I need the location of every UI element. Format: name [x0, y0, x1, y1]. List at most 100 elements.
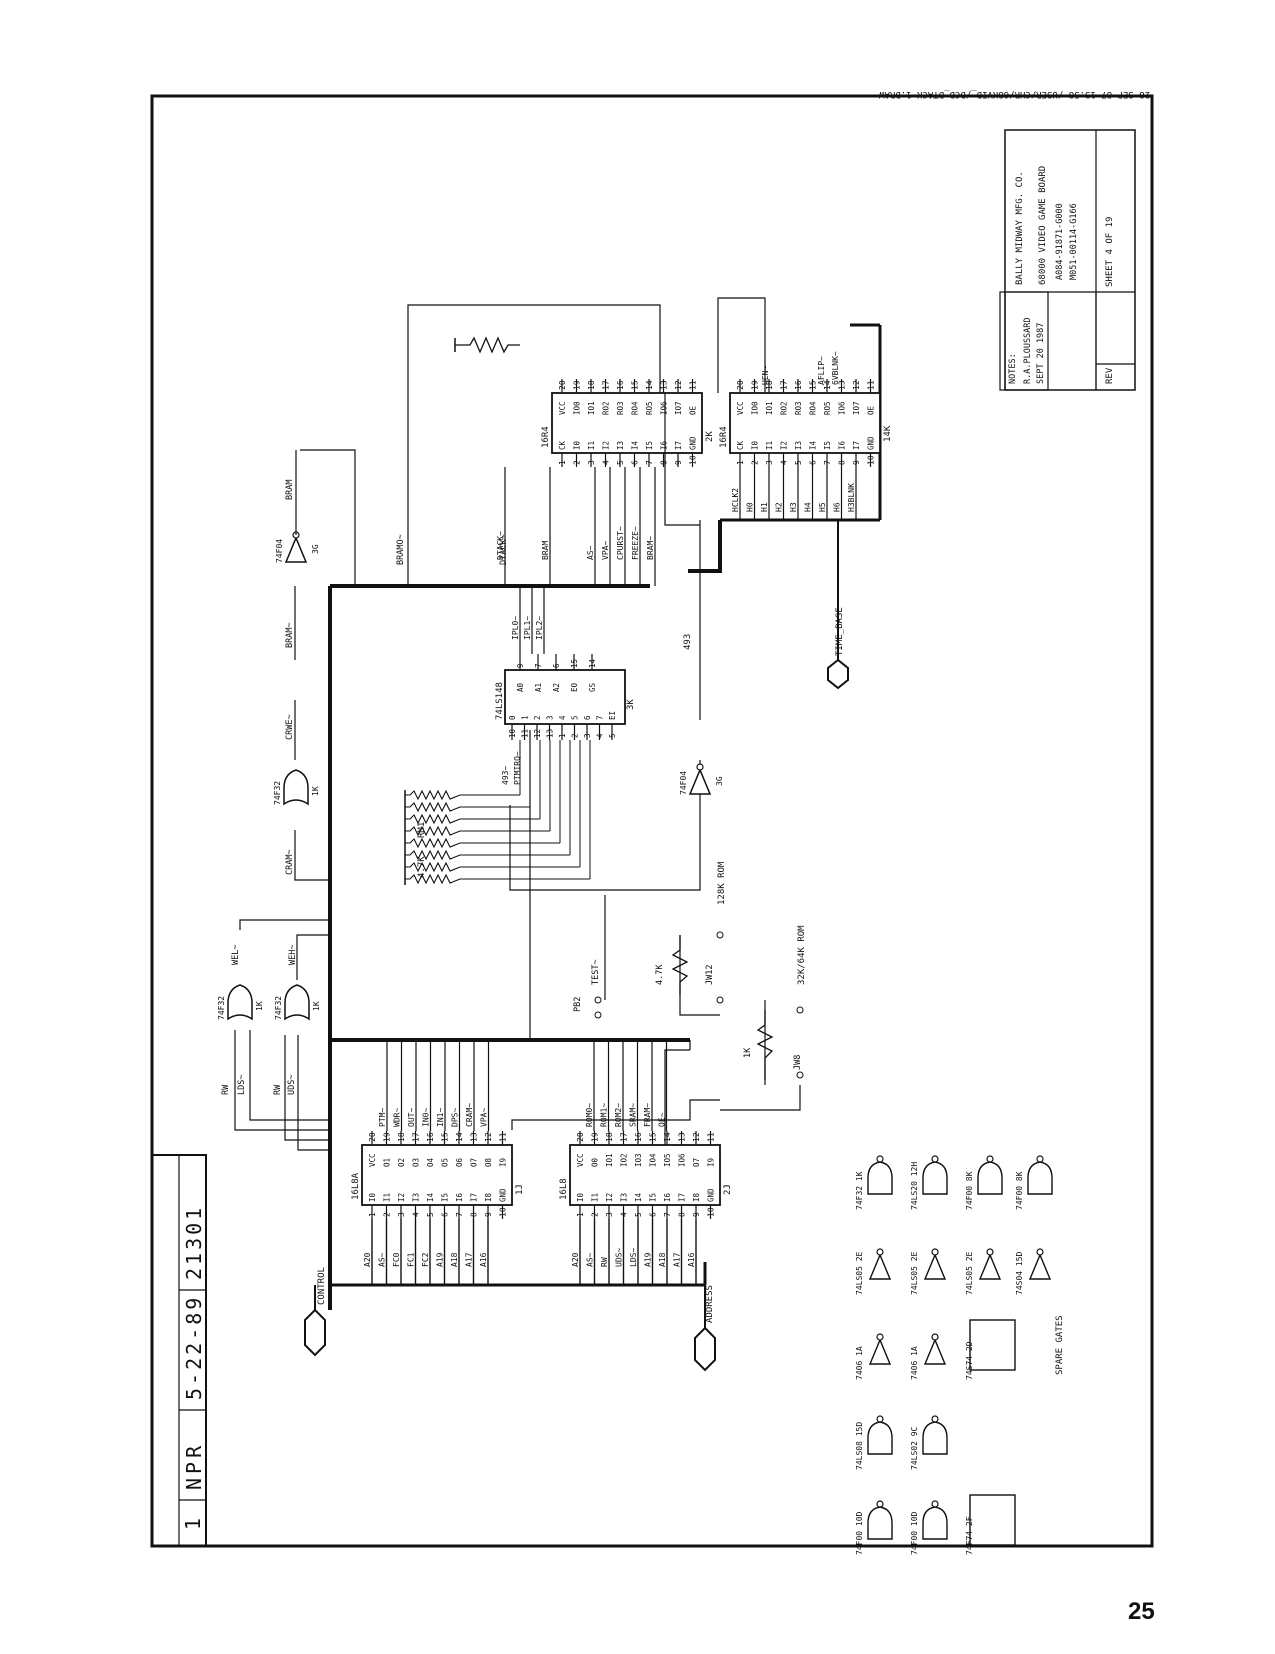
chip-2j-type: 16L8 [559, 1178, 569, 1200]
chip-1j-ref: 1J [515, 1184, 525, 1195]
title-block: BALLY MIDWAY MFG. CO. 68000 VIDEO GAME B… [999, 129, 1136, 391]
chip-1j-pin-9-name: I8 [484, 1192, 493, 1202]
spare-gate-0: 74F32 1K [855, 1155, 893, 1210]
chip-3k-pin-15-number: 15 [570, 659, 579, 668]
chip-1j-input-0: A20 [363, 1252, 372, 1267]
label-dtack: DTACK~ [499, 534, 509, 565]
chip-2k-pin-8-number: 8 [660, 460, 669, 465]
chip-3k-pin-2-name: 5 [571, 715, 580, 720]
chip-2k-pin-15-name: RO4 [631, 401, 640, 415]
chip-1j-pin-1-number: 1 [368, 1212, 377, 1217]
chip-2k-pin-5-name: I3 [616, 441, 625, 450]
chip-1j-pin-7-number: 7 [455, 1212, 464, 1217]
chip-14k-pin-14-name: RO5 [823, 401, 832, 415]
chip-3k-pin-1-number: 1 [558, 733, 567, 738]
chip-2j-pin-13-name: IO6 [678, 1153, 687, 1167]
chip-2k-pin-4-number: 4 [602, 460, 611, 465]
chip-2k-pin-13-number: 13 [660, 380, 669, 390]
chip-2k-pin-19-name: IO0 [573, 401, 582, 415]
connector-address: ADDRESS [694, 1285, 716, 1372]
header-stamp: 28 SEP 87 13:58 /USER/CHR/68KVID_/DCD_DT… [878, 89, 1150, 99]
jumper-jw12: JW12 4.7K [655, 931, 724, 1004]
rm1-resistor-2 [405, 813, 470, 825]
spare-gate-15-label: 74F74 2F [965, 1516, 974, 1555]
chip-2k: 16R4 2K [541, 392, 715, 454]
rm1-label: RM1 [417, 822, 427, 838]
chip-1j-pin-5-number: 5 [426, 1212, 435, 1217]
chip-1j-output-5: DPS~ [451, 1108, 460, 1127]
chip-14k-pin-15-number: 15 [809, 380, 818, 390]
revision-number: 21301 [182, 1205, 206, 1280]
chip-14k-signal-4: H3 [789, 502, 798, 512]
chip-3k-input-1: PTMIRQ~ [513, 751, 522, 785]
spare-gate-2-label: 74F00 8K [965, 1171, 974, 1210]
chip-3k-pin-3-name: 6 [583, 715, 592, 720]
spare-gate-6-label: 74LS05 2E [965, 1251, 974, 1295]
chip-1j-pin-1-name: I0 [368, 1192, 377, 1202]
gate-or-74f32-weh-type: 74F32 [274, 996, 283, 1020]
chip-3k-pin-12-number: 12 [533, 729, 542, 738]
chip-2j-pin-14-number: 14 [663, 1132, 672, 1142]
chip-2k-pin-6-number: 6 [631, 460, 640, 465]
chip-1j-input-3: FC1 [407, 1252, 416, 1267]
chip-2k-pin-13-name: IO6 [660, 401, 669, 415]
chip-2k-pin-7-number: 7 [645, 460, 654, 465]
chip-1j-pin-14-name: O6 [455, 1157, 464, 1167]
chip-2k-pin-2-name: I0 [573, 440, 582, 450]
chip-2j-input-8: A16 [687, 1252, 696, 1267]
chip-14k-pin-19-number: 19 [751, 380, 760, 390]
chip-2j-input-1: AS~ [586, 1252, 595, 1267]
gate-or-74f32-crwe-ref: 1K [311, 786, 320, 796]
sheet-border [150, 94, 1154, 1548]
label-bram: BRAM [285, 480, 295, 500]
gate-or-74f32-wel-ref: 1K [255, 1001, 264, 1011]
chip-3k-pin-13-number: 13 [546, 729, 555, 738]
chip-1j-type: 16L8A [351, 1172, 361, 1200]
chip-2k-pin-1-name: CK [558, 440, 567, 450]
chip-1j-output-0: PTM~ [378, 1108, 387, 1127]
spare-gate-5-label: 74LS05 2E [910, 1251, 919, 1295]
chip-1j-input-4: FC2 [421, 1252, 430, 1267]
spare-gate-7-label: 74S04 15D [1015, 1251, 1024, 1295]
chip-2j-pin-7-number: 7 [663, 1212, 672, 1217]
chip-3k-pin-15-name: EO [570, 682, 579, 692]
chip-2j-input-4: LDS~ [629, 1248, 638, 1267]
chip-2k-pin-3-number: 3 [587, 460, 596, 465]
chip-2k-pin-12-name: IO7 [674, 401, 683, 415]
chip-1j-input-7: A17 [465, 1252, 474, 1267]
chip-14k-pin-3-name: I1 [765, 441, 774, 450]
chip-2j: 16L8 2J [559, 1144, 733, 1206]
spare-gate-11-label: 74LS08 15D [855, 1422, 864, 1470]
spare-gate-4: 74LS05 2E [855, 1248, 892, 1295]
label-wel: WEL~ [231, 945, 241, 965]
chip-2k-signal-5: FREEZE~ [631, 526, 640, 560]
spare-gate-1: 74LS20 12H [910, 1155, 948, 1210]
chip-2j-pin-16-name: IO3 [634, 1153, 643, 1167]
chip-14k-pin-10-name: GND [867, 436, 876, 450]
chip-1j-input-8: A16 [479, 1252, 488, 1267]
chip-14k-pin-18-number: 18 [765, 380, 774, 390]
chip-2j-output-0: ROM0~ [585, 1103, 594, 1127]
chip-2k-pin-4-name: I2 [602, 441, 611, 450]
spare-gate-2: 74F00 8K [965, 1155, 1003, 1210]
chip-14k-pin-11-name: OE [867, 405, 876, 415]
chip-2j-pin-11-name: I9 [707, 1158, 716, 1167]
chip-2j-pin-9-name: I8 [692, 1192, 701, 1202]
chip-2j-pin-17-name: IO2 [620, 1153, 629, 1167]
chip-14k-pin-10-number: 10 [867, 455, 876, 465]
connector-time-base-label: TIME_BASE [835, 607, 845, 656]
chip-3k-pin-1-name: 4 [558, 715, 567, 720]
title-part-1: A084-91871-G000 [1055, 203, 1065, 280]
chip-1j-output-1: WDR~ [393, 1108, 402, 1127]
chip-2j-pin-9-number: 9 [692, 1212, 701, 1217]
chip-2j-pin-7-name: I6 [663, 1192, 672, 1202]
title-drawn-by: R.A.PLOUSSARD [1023, 317, 1033, 384]
chip-14k-pin-16-number: 16 [794, 380, 803, 390]
chip-2j-ref: 2J [723, 1184, 733, 1195]
chip-3k-pin-13-name: 3 [546, 715, 555, 720]
chip-3k-pin-14-number: 14 [588, 658, 597, 668]
